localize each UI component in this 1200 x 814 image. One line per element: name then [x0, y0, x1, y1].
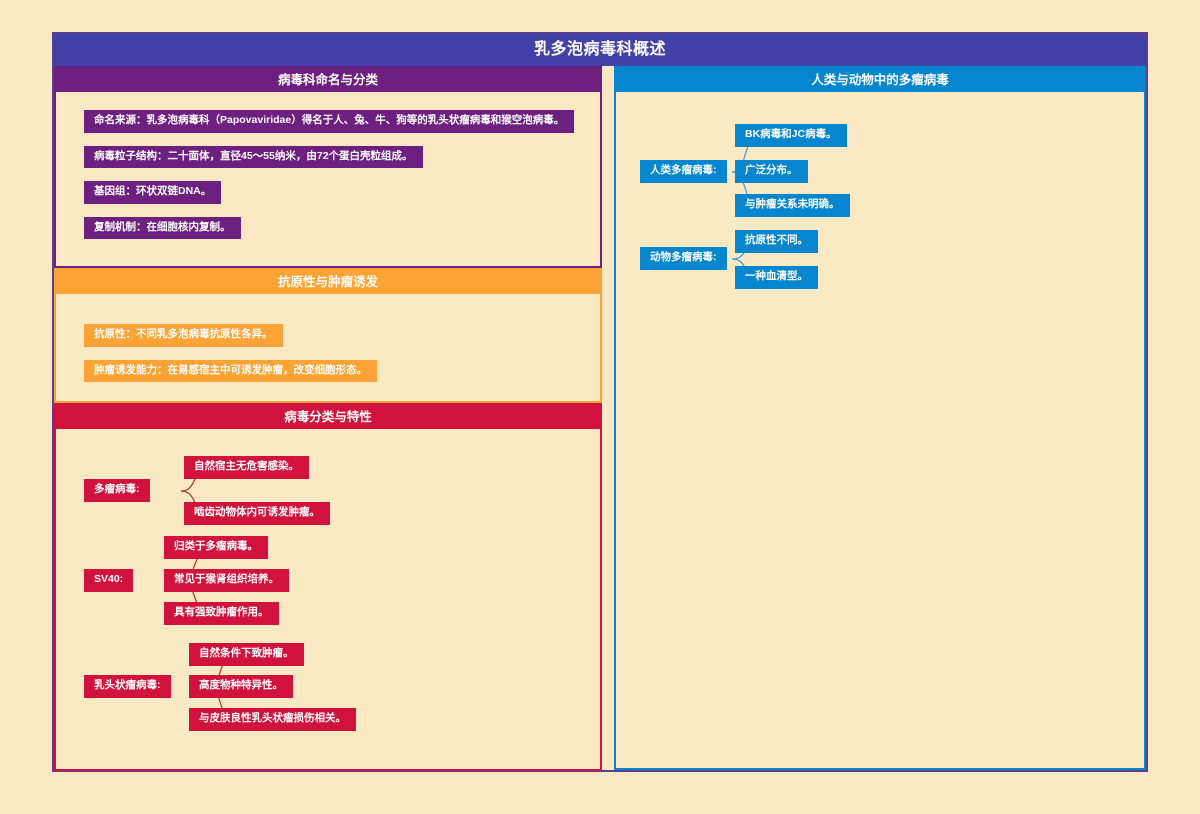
section-classification-body: 多瘤病毒: 自然宿主无危害感染。 啮齿动物体内可诱发肿瘤。 SV40: 归类于多…	[56, 429, 600, 769]
mindmap-frame: 乳多泡病毒科概述 病毒科命名与分类 命名来源：乳多泡病毒科（Papovaviri…	[52, 32, 1148, 772]
map-title: 乳多泡病毒科概述	[54, 34, 1146, 66]
branch-child-sv40-1[interactable]: 归类于多瘤病毒。	[164, 536, 268, 559]
branch-child-animal-1[interactable]: 抗原性不同。	[735, 230, 818, 253]
polyomavirus-connectors	[732, 135, 761, 279]
list-item: 肿瘤诱发能力：在易感宿主中可诱发肿瘤，改变细胞形态。	[56, 359, 600, 383]
branch-child-sv40-2[interactable]: 常见于猴肾组织培养。	[164, 569, 289, 592]
list-item: 病毒粒子结构：二十面体，直径45～55纳米，由72个蛋白壳粒组成。	[56, 145, 600, 169]
section-naming-header: 病毒科命名与分类	[56, 68, 600, 92]
naming-chip-genome[interactable]: 基因组：环状双链DNA。	[84, 181, 222, 204]
section-classification-header: 病毒分类与特性	[56, 405, 600, 430]
antigenic-chip-tumor[interactable]: 肿瘤诱发能力：在易感宿主中可诱发肿瘤，改变细胞形态。	[84, 359, 377, 383]
right-column: 人类与动物中的多瘤病毒 人类多瘤病毒: BK病毒和JC病毒。 广泛分布	[614, 66, 1146, 770]
branch-label-animal-polyomavirus[interactable]: 动物多瘤病毒:	[640, 247, 727, 270]
branch-child-sv40-3[interactable]: 具有强致肿瘤作用。	[164, 602, 279, 625]
branch-child-animal-2[interactable]: 一种血清型。	[735, 266, 818, 289]
naming-chip-structure[interactable]: 病毒粒子结构：二十面体，直径45～55纳米，由72个蛋白壳粒组成。	[84, 145, 423, 169]
list-item: 基因组：环状双链DNA。	[56, 181, 600, 204]
branch-label-papillomavirus[interactable]: 乳头状瘤病毒:	[84, 675, 171, 698]
section-polyomavirus-header: 人类与动物中的多瘤病毒	[616, 68, 1144, 92]
list-item: 抗原性：不同乳多泡病毒抗原性各异。	[56, 324, 600, 347]
branch-child-human-1[interactable]: BK病毒和JC病毒。	[735, 124, 847, 147]
branch-child-papilloma-3[interactable]: 与皮肤良性乳头状瘤损伤相关。	[189, 708, 356, 731]
branch-label-polyomavirus[interactable]: 多瘤病毒:	[84, 479, 150, 502]
left-column: 病毒科命名与分类 命名来源：乳多泡病毒科（Papovaviridae）得名于人、…	[54, 66, 602, 772]
section-naming: 病毒科命名与分类 命名来源：乳多泡病毒科（Papovaviridae）得名于人、…	[54, 66, 602, 269]
naming-chip-list: 命名来源：乳多泡病毒科（Papovaviridae）得名于人、兔、牛、狗等的乳头…	[56, 92, 600, 266]
section-antigenic: 抗原性与肿瘤诱发 抗原性：不同乳多泡病毒抗原性各异。 肿瘤诱发能力：在易感宿主中…	[54, 268, 602, 404]
naming-chip-replication[interactable]: 复制机制：在细胞核内复制。	[84, 216, 241, 240]
section-naming-body: 命名来源：乳多泡病毒科（Papovaviridae）得名于人、兔、牛、狗等的乳头…	[56, 92, 600, 266]
antigenic-chip-list: 抗原性：不同乳多泡病毒抗原性各异。 肿瘤诱发能力：在易感宿主中可诱发肿瘤，改变细…	[56, 294, 600, 409]
branch-label-sv40[interactable]: SV40:	[84, 569, 134, 592]
naming-chip-source[interactable]: 命名来源：乳多泡病毒科（Papovaviridae）得名于人、兔、牛、狗等的乳头…	[84, 110, 575, 133]
branch-child-polyoma-1[interactable]: 自然宿主无危害感染。	[184, 456, 309, 479]
branch-child-human-3[interactable]: 与肿瘤关系未明确。	[735, 194, 850, 217]
section-polyomavirus-body: 人类多瘤病毒: BK病毒和JC病毒。 广泛分布。 与肿瘤关系未明确。 动物多瘤病…	[616, 92, 1144, 752]
list-item: 命名来源：乳多泡病毒科（Papovaviridae）得名于人、兔、牛、狗等的乳头…	[56, 110, 600, 133]
section-classification: 病毒分类与特性	[54, 403, 602, 772]
column-gap	[602, 66, 614, 770]
branch-label-human-polyomavirus[interactable]: 人类多瘤病毒:	[640, 160, 727, 183]
antigenic-chip-antigenicity[interactable]: 抗原性：不同乳多泡病毒抗原性各异。	[84, 324, 283, 347]
list-item: 复制机制：在细胞核内复制。	[56, 216, 600, 240]
section-polyomavirus: 人类与动物中的多瘤病毒 人类多瘤病毒: BK病毒和JC病毒。 广泛分布	[614, 66, 1146, 770]
branch-child-papilloma-1[interactable]: 自然条件下致肿瘤。	[189, 643, 304, 666]
branch-child-papilloma-2[interactable]: 高度物种特异性。	[189, 675, 293, 698]
branch-child-human-2[interactable]: 广泛分布。	[735, 160, 808, 183]
section-antigenic-body: 抗原性：不同乳多泡病毒抗原性各异。 肿瘤诱发能力：在易感宿主中可诱发肿瘤，改变细…	[56, 294, 600, 409]
section-antigenic-header: 抗原性与肿瘤诱发	[56, 270, 600, 295]
mindmap-columns: 病毒科命名与分类 命名来源：乳多泡病毒科（Papovaviridae）得名于人、…	[54, 66, 1146, 772]
branch-child-polyoma-2[interactable]: 啮齿动物体内可诱发肿瘤。	[184, 502, 330, 525]
